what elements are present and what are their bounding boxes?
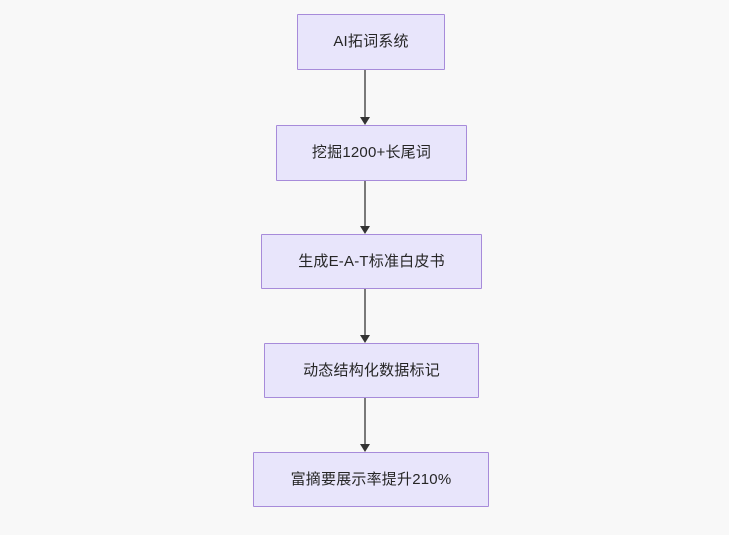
- edge-line: [364, 398, 366, 445]
- flow-node-label: 挖掘1200+长尾词: [311, 144, 432, 161]
- flow-node-mine-longtail-keywords[interactable]: 挖掘1200+长尾词: [276, 125, 467, 181]
- flow-node-label: 动态结构化数据标记: [303, 361, 440, 379]
- flow-node-label: AI拓词系统: [333, 33, 409, 50]
- flow-node-generate-eat-whitepaper[interactable]: 生成E-A-T标准白皮书: [261, 234, 482, 289]
- flow-node-label: 生成E-A-T标准白皮书: [298, 252, 445, 270]
- edge-line: [364, 289, 366, 336]
- arrowhead-icon: [360, 335, 370, 343]
- edge-line: [364, 70, 366, 118]
- edge-line: [364, 181, 366, 227]
- flow-node-rich-snippet-uplift[interactable]: 富摘要展示率提升210%: [253, 452, 489, 507]
- arrowhead-icon: [360, 226, 370, 234]
- flow-edge-4-to-5: [357, 398, 373, 452]
- flow-edge-3-to-4: [357, 289, 373, 343]
- flow-edge-1-to-2: [357, 70, 373, 125]
- flow-node-label: 富摘要展示率提升210%: [290, 470, 452, 488]
- arrowhead-icon: [360, 444, 370, 452]
- flow-node-dynamic-structured-data[interactable]: 动态结构化数据标记: [264, 343, 479, 398]
- flow-node-ai-keyword-system[interactable]: AI拓词系统: [297, 14, 445, 70]
- arrowhead-icon: [360, 117, 370, 125]
- flow-edge-2-to-3: [357, 181, 373, 234]
